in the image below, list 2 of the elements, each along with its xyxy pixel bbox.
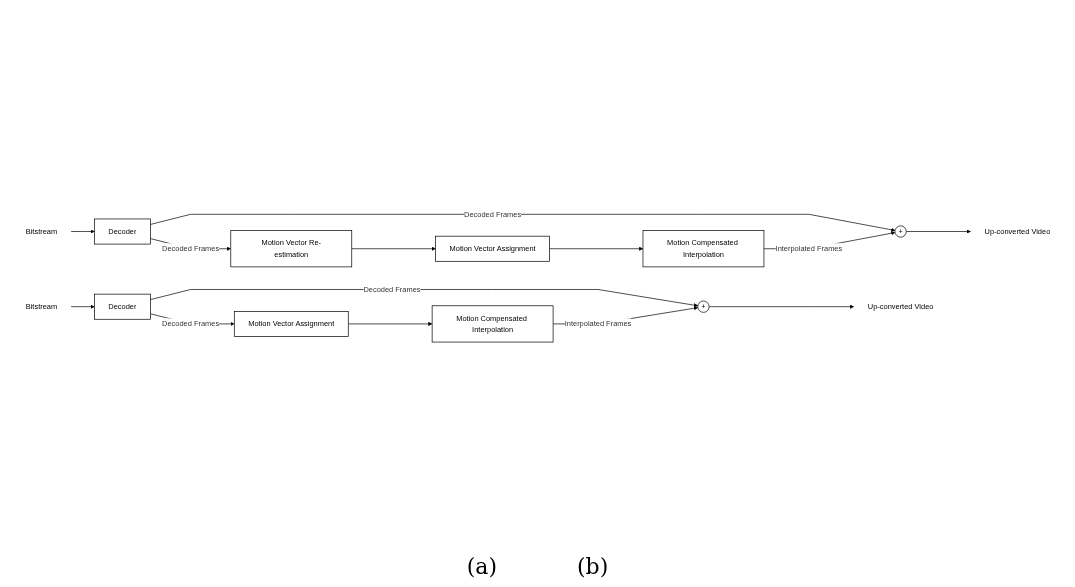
panel-label: (a) bbox=[466, 554, 497, 579]
panel-label: (b) bbox=[577, 554, 609, 579]
